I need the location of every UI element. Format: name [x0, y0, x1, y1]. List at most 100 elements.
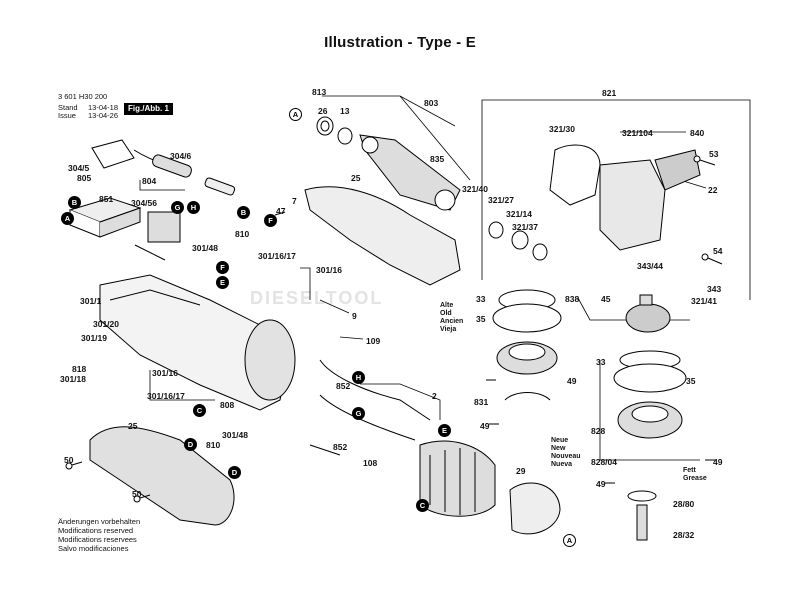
part-label: 301/48 — [222, 430, 248, 440]
part-label: 852 — [336, 381, 351, 391]
reference-marker: E — [438, 424, 451, 437]
part-label: 28/80 — [673, 499, 695, 509]
part-label: 304/6 — [170, 151, 192, 161]
part-label: 2 — [432, 391, 437, 401]
reference-marker: G — [171, 201, 184, 214]
part-label: 33 — [476, 294, 486, 304]
stand-label: Stand — [58, 103, 78, 112]
part-label: 301/20 — [93, 319, 119, 329]
part-label: 321/41 — [691, 296, 717, 306]
part-label: 321/37 — [512, 222, 538, 232]
part-label: 13 — [340, 106, 350, 116]
part-label: 813 — [312, 87, 327, 97]
part-label: 50 — [132, 489, 142, 499]
gear-housing — [304, 186, 461, 286]
reference-marker: B — [68, 196, 81, 209]
watermark: DIESELTOOL — [250, 288, 384, 308]
reference-marker: G — [352, 407, 365, 420]
leader-9 — [319, 299, 350, 314]
plates-new — [613, 294, 687, 439]
leader-803b — [399, 95, 471, 181]
reference-marker: E — [216, 276, 229, 289]
reference-marker: C — [416, 499, 429, 512]
part-label: 35 — [686, 376, 696, 386]
reference-marker: D — [184, 438, 197, 451]
screws — [65, 155, 723, 503]
part-label: 45 — [601, 294, 611, 304]
motor-housing — [99, 274, 296, 411]
part-label: 301/16 — [152, 368, 178, 378]
leader-803 — [322, 95, 456, 127]
reference-marker: A — [563, 534, 576, 547]
part-label: 33 — [596, 357, 606, 367]
part-label: 22 — [708, 185, 718, 195]
part-label: 828 — [591, 426, 606, 436]
stand-date: 13-04-18 — [88, 103, 119, 112]
reference-marker: H — [187, 201, 200, 214]
part-label: 852 — [333, 442, 348, 452]
plates-old — [492, 289, 562, 401]
part-label: 321/104 — [622, 128, 653, 138]
part-label: 50 — [64, 455, 74, 465]
field-coil — [419, 440, 496, 517]
spindle — [627, 490, 657, 541]
switch-assembly — [68, 197, 181, 261]
part-label: 109 — [366, 336, 381, 346]
part-label: 301/48 — [192, 243, 218, 253]
cables — [309, 359, 431, 456]
part-label: 835 — [430, 154, 445, 164]
part-label: 803 — [424, 98, 439, 108]
figure-tag: Fig./Abb. 1 — [124, 103, 173, 115]
part-label: 7 — [292, 196, 297, 206]
part-label: 35 — [476, 314, 486, 324]
part-label: 304/56 — [131, 198, 157, 208]
plug-cable — [91, 139, 236, 196]
part-label: 9 — [352, 311, 357, 321]
bracket-852 — [360, 383, 441, 420]
guard — [509, 482, 561, 535]
part-label: 301/16/17 — [258, 251, 296, 261]
bracket-808 — [149, 370, 215, 401]
gear-head — [549, 144, 701, 251]
part-label: 810 — [206, 440, 221, 450]
part-label: 810 — [235, 229, 250, 239]
part-label: 321/30 — [549, 124, 575, 134]
part-label: 818 — [72, 364, 87, 374]
part-label: 301/19 — [81, 333, 107, 343]
reference-marker: A — [289, 108, 302, 121]
part-label: 804 — [142, 176, 157, 186]
part-label: 25 — [128, 421, 138, 431]
leader-109 — [339, 336, 364, 340]
handle-cover — [89, 426, 235, 526]
issue-date: 13-04-26 — [88, 111, 119, 120]
bracket-828 — [599, 360, 700, 461]
part-label: 108 — [363, 458, 378, 468]
part-label: 321/40 — [462, 184, 488, 194]
part-label: 53 — [709, 149, 719, 159]
part-label: 821 — [602, 88, 617, 98]
part-label: 805 — [77, 173, 92, 183]
reference-marker: F — [264, 214, 277, 227]
part-label: 321/27 — [488, 195, 514, 205]
reference-marker: B — [237, 206, 250, 219]
diagram-title: Illustration - Type - E — [324, 34, 476, 51]
part-label: 49 — [480, 421, 490, 431]
reference-marker: A — [61, 212, 74, 225]
part-label: 301/18 — [60, 374, 86, 384]
part-number: 3 601 H30 200 — [58, 92, 108, 101]
part-label: 26 — [318, 106, 328, 116]
part-label: 851 — [99, 194, 114, 204]
bearings — [316, 116, 548, 261]
part-label: 304/5 — [68, 163, 90, 173]
part-label: 343 — [707, 284, 722, 294]
armature — [359, 134, 461, 211]
part-label: 301/1 — [80, 296, 102, 306]
part-label: 838 — [565, 294, 580, 304]
reference-marker: C — [193, 404, 206, 417]
part-label: 831 — [474, 397, 489, 407]
reference-marker: H — [352, 371, 365, 384]
part-label: 49 — [567, 376, 577, 386]
